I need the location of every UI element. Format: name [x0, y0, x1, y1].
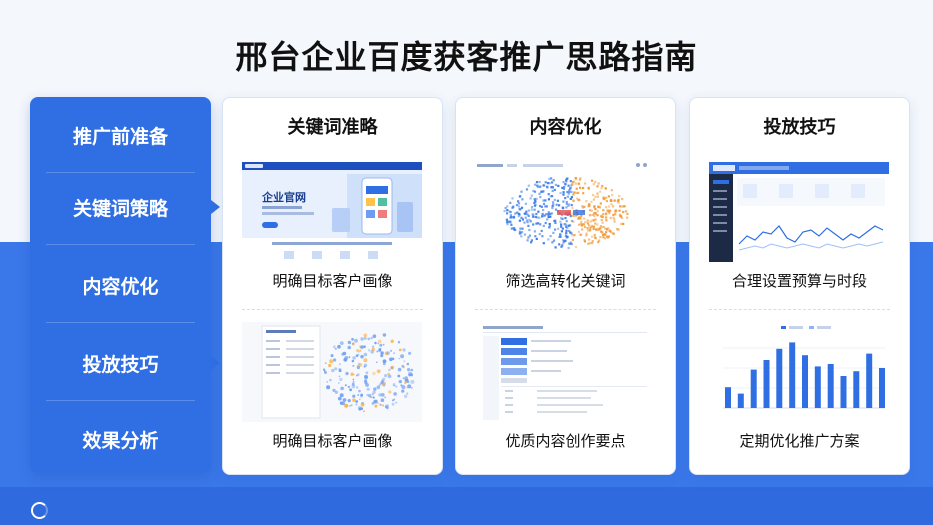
sidebar-item-content-optimization[interactable]: 内容优化 — [30, 247, 211, 323]
bar — [840, 376, 847, 408]
divider — [709, 309, 890, 310]
bar — [853, 371, 860, 408]
card-caption-top: 筛选高转化关键词 — [505, 272, 626, 290]
bar — [866, 353, 873, 408]
sidebar-item-label: 效果分析 — [82, 429, 159, 452]
bar — [763, 360, 770, 408]
website-brand: 企业官网 — [262, 191, 306, 204]
sidebar: 推广前准备 关键词策略 内容优化 投放技巧 效果分析 — [30, 97, 220, 473]
background-footer-strip — [0, 487, 933, 525]
bar — [827, 364, 834, 408]
sidebar-item-delivery-tips[interactable]: 投放技巧 — [30, 325, 220, 401]
bar — [737, 393, 744, 408]
arrow-right-icon — [211, 356, 220, 370]
card-caption-bottom: 明确目标客户画像 — [272, 432, 393, 450]
bar — [802, 355, 808, 408]
card-title: 投放技巧 — [763, 117, 836, 138]
loading-spinner-icon — [31, 502, 48, 519]
dashboard-line-chart-screenshot — [709, 162, 889, 262]
card-title: 内容优化 — [529, 117, 602, 138]
bar-chart-screenshot — [709, 322, 889, 422]
card-content: 内容优化 筛选高转化关键词 — [455, 97, 676, 475]
bar — [776, 348, 783, 408]
website-screenshot: 企业官网 — [242, 162, 422, 262]
bar — [879, 368, 885, 408]
sidebar-item-label: 关键词策略 — [72, 197, 168, 220]
bar — [725, 387, 731, 408]
bar — [814, 366, 821, 408]
arrow-right-icon — [211, 200, 220, 214]
sidebar-item-effect-analysis[interactable]: 效果分析 — [30, 401, 211, 477]
card-title: 关键词准略 — [287, 117, 378, 138]
card-caption-bottom: 定期优化推广方案 — [739, 432, 860, 450]
card-keyword: 关键词准略 企业官网 明确目标客户画像 — [222, 97, 443, 475]
sidebar-item-label: 推广前准备 — [72, 125, 168, 148]
content-list-screenshot — [475, 322, 655, 422]
sidebar-item-label: 内容优化 — [82, 275, 159, 298]
divider — [475, 309, 656, 310]
sidebar-item-prep[interactable]: 推广前准备 — [30, 97, 211, 173]
sidebar-item-label: 投放技巧 — [82, 353, 159, 376]
card-caption-top: 明确目标客户画像 — [272, 272, 393, 290]
divider — [242, 309, 423, 310]
card-caption-top: 合理设置预算与时段 — [731, 272, 867, 290]
sidebar-item-keyword-strategy[interactable]: 关键词策略 — [30, 169, 220, 245]
bar — [789, 342, 796, 408]
page-title: 邢台企业百度获客推广思路指南 — [235, 38, 698, 76]
keyword-cloud-screenshot — [475, 162, 655, 262]
card-caption-bottom: 优质内容创作要点 — [505, 432, 626, 450]
network-map-screenshot — [242, 322, 422, 422]
card-delivery: 投放技巧 合理设置预算与时段 — [689, 97, 910, 475]
bar — [750, 369, 757, 408]
